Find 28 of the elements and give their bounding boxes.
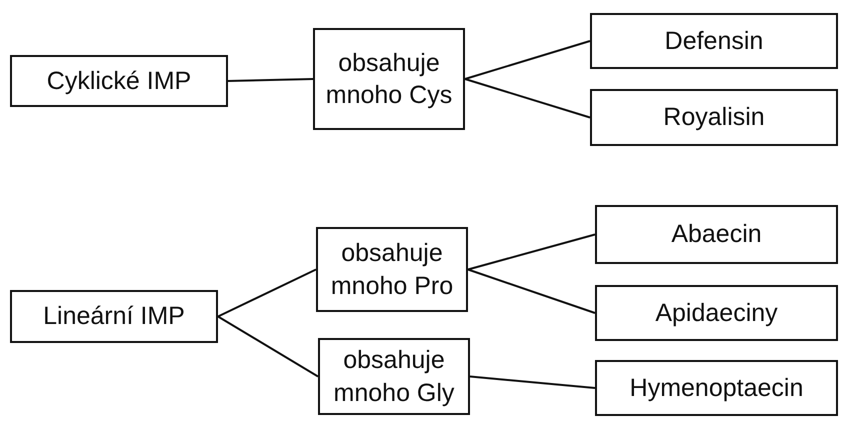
connector-line [217, 316, 319, 378]
connector-line [470, 376, 596, 389]
connector-line [468, 268, 596, 314]
connector-line [464, 78, 590, 118]
peptide-box [590, 13, 838, 69]
node-label: Hymenoptaecin [630, 372, 804, 404]
category-box [10, 55, 228, 107]
peptide-box [590, 89, 838, 146]
node-label: Abaecin [671, 219, 762, 250]
node-label: Defensin [664, 26, 764, 57]
property-box [313, 28, 465, 130]
node-label: obsahuje mnoho Gly [332, 345, 456, 408]
node-label: Royalisin [663, 102, 765, 134]
peptide-box [595, 285, 838, 341]
connector-line [464, 40, 590, 80]
connector-line [228, 78, 314, 82]
property-box [318, 338, 470, 415]
node-label: obsahuje mnoho Pro [330, 238, 454, 302]
property-box [316, 227, 468, 312]
connector-line [468, 234, 596, 270]
property-box [595, 360, 838, 416]
node-label: Lineární IMP [43, 301, 185, 332]
node-label: Cyklické IMP [46, 66, 192, 97]
connector-line [218, 268, 316, 318]
category-box [10, 290, 218, 343]
node-label: Apidaeciny [655, 298, 778, 329]
peptide-box [595, 205, 838, 264]
node-label: obsahuje mnoho Cys [324, 48, 454, 111]
